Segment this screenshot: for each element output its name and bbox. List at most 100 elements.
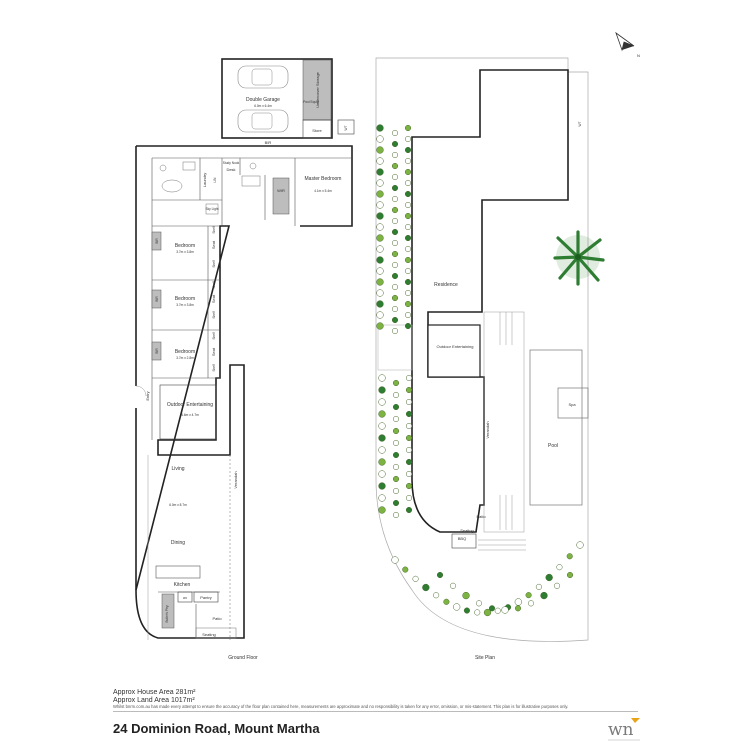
shrub-icon — [392, 439, 400, 447]
shrub-icon — [404, 124, 412, 132]
room-dims-double-garage: 6.0m x 6.4m — [254, 104, 272, 108]
site-label-pool: Pool — [548, 443, 558, 449]
shrub-icon — [501, 606, 509, 614]
shrub-icon — [404, 190, 412, 198]
room-label-outdoor-entertaining: Outdoor Entertaining — [167, 402, 213, 408]
room-label-sky-light: Sky Light — [205, 207, 218, 211]
room-label-shelf: Shelf — [212, 332, 216, 339]
shrub-icon — [475, 600, 483, 607]
shrub-icon — [378, 374, 386, 382]
site-label-verandah: Verandah — [485, 421, 490, 438]
shrub-icon — [404, 234, 412, 242]
room-dims-master-bedroom: 4.1m x 5.4m — [314, 189, 332, 193]
shrub-icon — [391, 129, 399, 137]
shrub-icon — [463, 607, 470, 614]
shrub-icon — [392, 379, 400, 387]
shrub-icon — [378, 410, 386, 418]
shrub-icon — [535, 583, 542, 590]
room-label-desk: Desk — [226, 167, 235, 172]
shrub-icon — [376, 289, 384, 297]
shrub-icon — [553, 582, 561, 589]
shrub-icon — [392, 427, 400, 435]
room-label-laundry: Laundry — [202, 173, 207, 187]
shrub-icon — [404, 135, 412, 143]
shrub-icon — [525, 592, 532, 599]
room-label-kitchen: Kitchen — [174, 582, 191, 588]
shrub-icon — [376, 157, 384, 165]
shrub-icon — [404, 300, 412, 308]
shrub-icon — [376, 311, 384, 319]
room-label-bedroom-2: Bedroom — [175, 296, 195, 302]
logo-mark: wn — [608, 720, 634, 740]
room-label-bir: BIR — [155, 348, 159, 354]
bir-zone — [151, 289, 162, 309]
pool-outline — [529, 349, 583, 506]
shrub-icon — [527, 600, 535, 607]
garden-shrubs — [376, 124, 584, 617]
shrub-icon — [540, 591, 548, 600]
shrub-icon — [376, 212, 384, 220]
property-address: 24 Dominion Road, Mount Martha — [113, 721, 320, 736]
shrub-icon — [462, 591, 470, 600]
shrub-icon — [392, 475, 400, 483]
north-arrow-icon: N — [615, 31, 640, 58]
room-label-entry: Entry — [145, 391, 150, 400]
shrub-icon — [545, 573, 553, 582]
north-label: N — [637, 53, 640, 58]
shrub-icon — [391, 556, 399, 564]
toilet-icon — [159, 164, 167, 172]
shrub-icon — [391, 217, 399, 225]
shrub-icon — [483, 608, 492, 617]
room-dims-bedroom-1: 3.7m x 3.8m — [176, 250, 194, 254]
room-label-bir: BIR — [155, 296, 159, 302]
room-label-pool-equip: Pool Equip — [303, 100, 319, 104]
shrub-icon — [404, 289, 412, 297]
shrub-icon — [391, 327, 399, 335]
shrub-icon — [378, 446, 386, 454]
shrub-icon — [376, 179, 384, 187]
site-label-bbq: BBQ — [458, 536, 466, 541]
shrub-icon — [378, 458, 386, 466]
shrub-icon — [391, 184, 399, 192]
shrub-icon — [404, 267, 412, 275]
shrub-icon — [391, 316, 399, 324]
lot-boundary — [375, 57, 589, 642]
shrub-icon — [436, 571, 444, 579]
shrub-icon — [392, 403, 400, 411]
site-outdoor-entertaining — [427, 324, 481, 378]
agency-logo: wn — [608, 718, 640, 741]
shrub-icon — [488, 605, 496, 612]
shrub-icon — [566, 571, 574, 579]
shrub-icon — [376, 245, 384, 253]
room-label-patio: Patio — [212, 616, 222, 621]
shrub-icon — [391, 140, 399, 148]
bir-zone — [151, 341, 162, 361]
shrub-icon — [391, 151, 399, 159]
shrub-icon — [376, 201, 384, 209]
shrub-icon — [378, 482, 386, 490]
shrub-icon — [443, 598, 450, 605]
room-label-seating: Seating — [202, 632, 216, 637]
shrub-icon — [391, 239, 399, 247]
shrub-icon — [405, 398, 413, 406]
room-label-living: Living — [171, 466, 184, 472]
shrub-icon — [404, 146, 412, 154]
room-label-wt: WT — [344, 125, 348, 130]
shrub-icon — [392, 499, 400, 507]
shrub-icon — [376, 135, 384, 143]
room-label-shelf: Shelf — [212, 311, 216, 318]
room-label-lin: LIN — [213, 177, 217, 183]
shrub-icon — [392, 463, 400, 471]
shrub-icon — [433, 592, 440, 599]
room-label-undercover-storage: Undercover Storage — [315, 71, 320, 108]
shrub-icon — [392, 415, 400, 423]
shrub-icon — [391, 305, 399, 313]
shrub-icon — [404, 168, 412, 176]
room-label-seat: Seat — [211, 347, 216, 356]
shrub-icon — [404, 179, 412, 187]
shrub-icon — [405, 434, 413, 442]
shrub-icon — [391, 195, 399, 203]
kitchen-island — [155, 565, 201, 579]
shrub-icon — [405, 374, 413, 382]
shrub-icon — [376, 267, 384, 275]
